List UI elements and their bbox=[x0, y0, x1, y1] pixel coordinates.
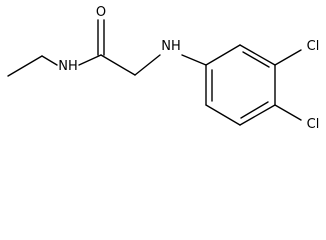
chlorine-4-label: Cl bbox=[307, 117, 320, 132]
ring-bond-5 bbox=[205, 104, 241, 126]
aniline-nh-label: NH bbox=[161, 39, 181, 54]
ring-inner-bond-1 bbox=[242, 51, 270, 68]
chlorine-3-label: Cl bbox=[307, 39, 320, 54]
molecule-structure: O NH NH Cl Cl bbox=[7, 5, 320, 132]
ring-bond-2 bbox=[239, 44, 276, 66]
bond-ring-chlorine-3 bbox=[274, 49, 302, 66]
bond-ring-chlorine-4 bbox=[274, 104, 302, 121]
ring-bond-4 bbox=[239, 104, 276, 126]
bond-n-aniline-ring bbox=[181, 54, 207, 66]
ring-inner-bond-2 bbox=[240, 101, 269, 119]
bond-ch2-n-aniline bbox=[134, 54, 161, 76]
structure-canvas: O NH NH Cl Cl bbox=[7, 5, 320, 132]
bond-ch2-n-amide bbox=[41, 55, 58, 66]
oxygen-label: O bbox=[96, 5, 106, 20]
amide-nh-label: NH bbox=[58, 59, 78, 74]
ring-bond-1 bbox=[205, 44, 241, 66]
bond-ch3-ch2 bbox=[7, 55, 43, 77]
bond-carbonyl-ch2 bbox=[100, 54, 136, 76]
bond-n-amide-carbonyl bbox=[78, 54, 102, 66]
